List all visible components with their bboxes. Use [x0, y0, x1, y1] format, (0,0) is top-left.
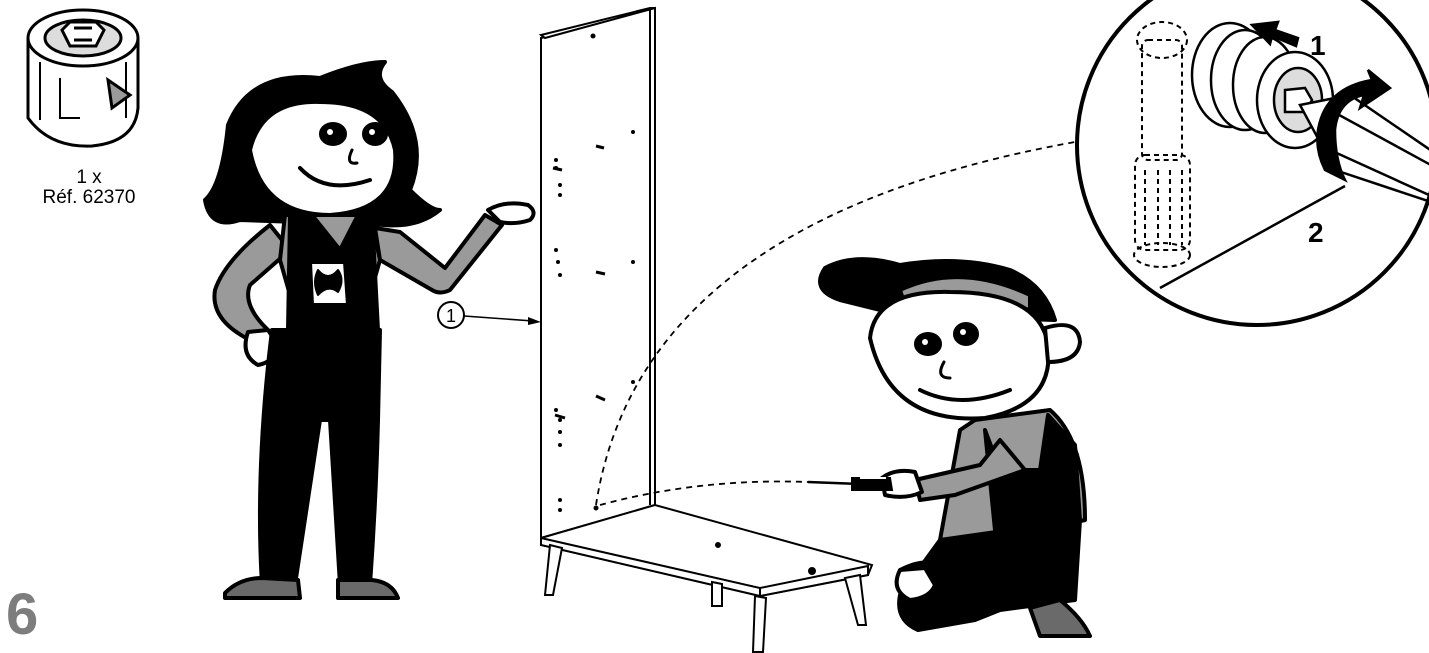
panel-callout: 1 — [437, 301, 541, 329]
push-arrow-icon — [1249, 20, 1300, 48]
rotate-arrow-icon — [1316, 69, 1393, 183]
side-panel — [538, 6, 656, 540]
screwdriver-icon — [807, 477, 894, 491]
part-caption: 1 x Réf. 62370 — [14, 168, 164, 208]
base-panel — [540, 503, 874, 653]
detail-view: 1 2 — [1075, 0, 1429, 327]
woman-figure — [203, 60, 536, 600]
part-reference: Réf. 62370 — [42, 187, 136, 208]
step-number: 6 — [6, 582, 39, 647]
detail-push-label: 1 — [1310, 30, 1326, 61]
cam-lock-icon — [26, 8, 140, 148]
detail-turn-label: 2 — [1308, 217, 1324, 248]
man-figure — [818, 257, 1092, 638]
panel-callout-label: 1 — [446, 306, 456, 326]
part-quantity: 1 x — [76, 167, 102, 188]
guide-lines — [595, 141, 1076, 506]
